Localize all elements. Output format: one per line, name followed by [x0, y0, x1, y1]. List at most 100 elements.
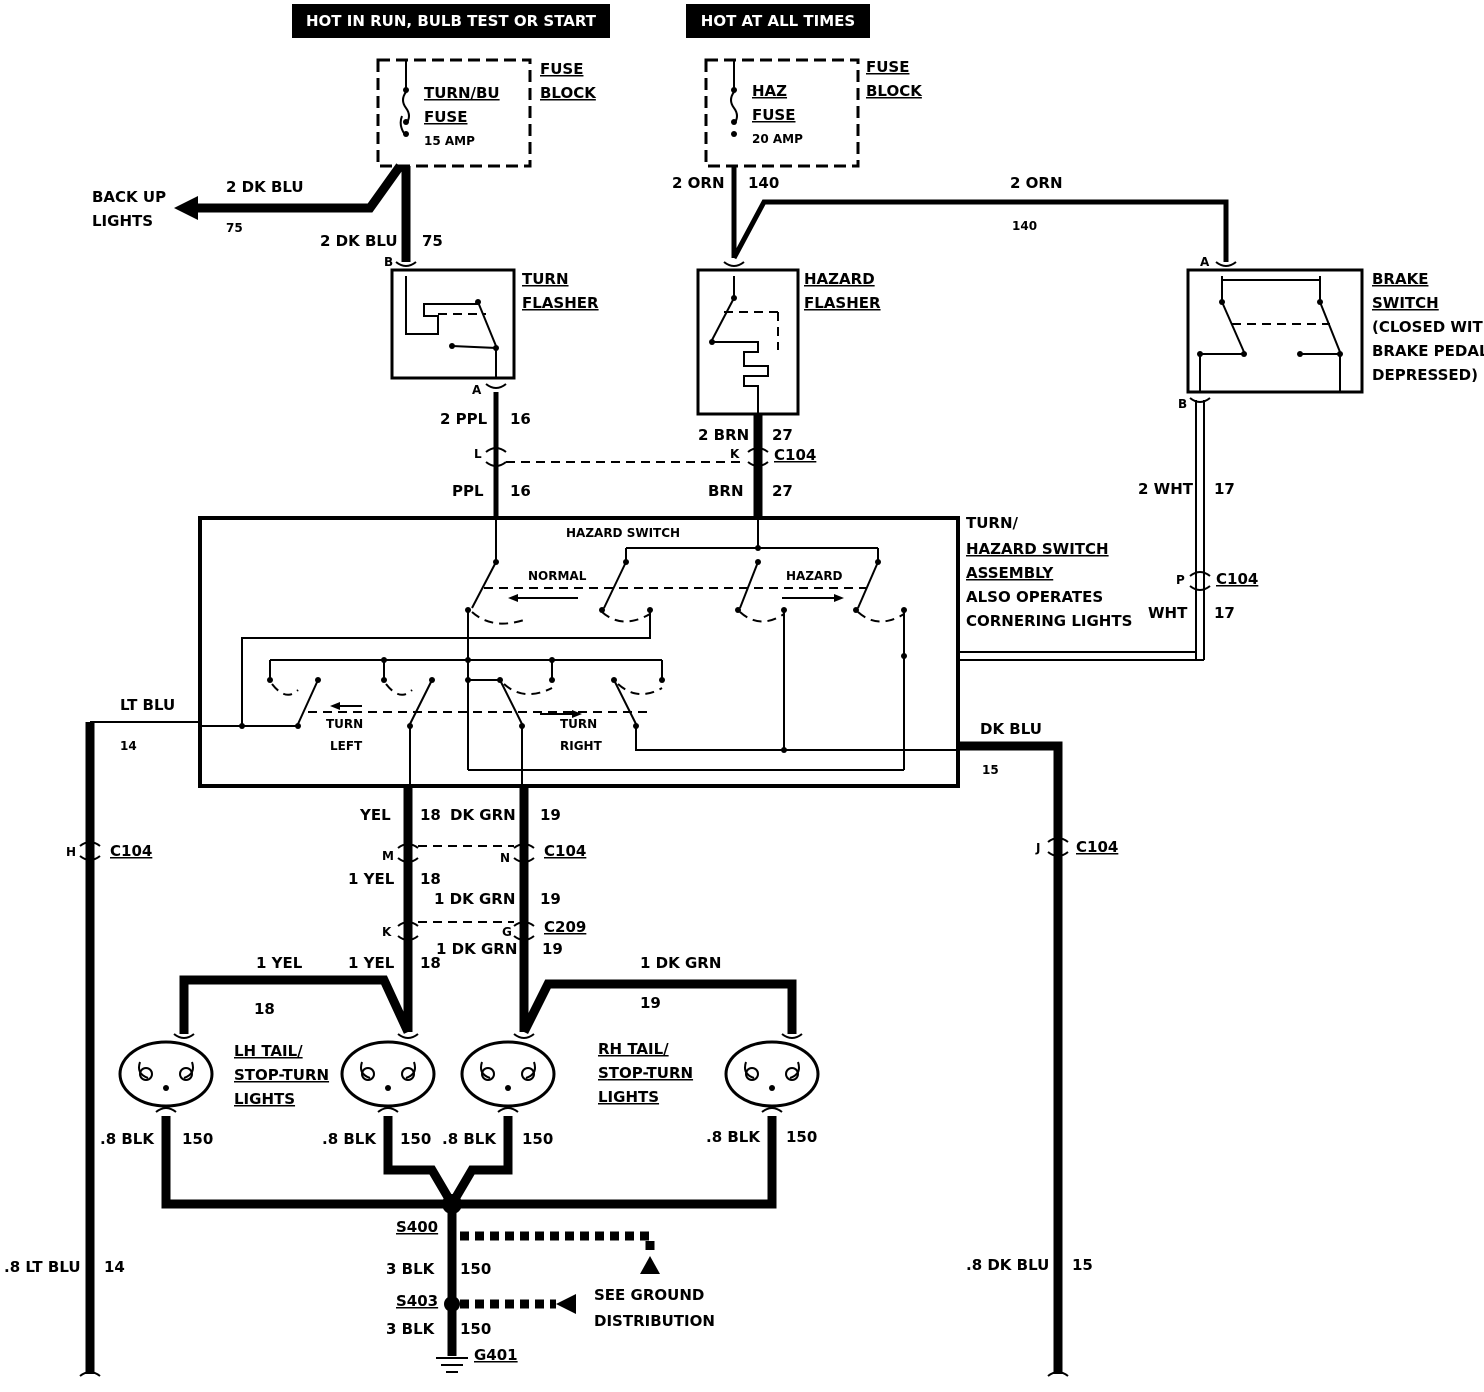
fuse-block2-label-2: BLOCK [866, 82, 923, 100]
brake-switch-label-1: BRAKE [1372, 270, 1428, 288]
yel-wire-3: 1 YEL [348, 954, 395, 972]
brn-circuit-top: 27 [772, 426, 793, 444]
brake-switch-label-3: (CLOSED WITH [1372, 318, 1484, 336]
assembly-label-2: HAZARD SWITCH [966, 540, 1109, 558]
fuse-block-label-2: BLOCK [540, 84, 597, 102]
rh-lights-label-1: RH TAIL/ [598, 1040, 669, 1058]
brake-switch-label-2: SWITCH [1372, 294, 1439, 312]
lh-lights-label-2: STOP-TURN [234, 1066, 329, 1084]
ppl-wire: 2 PPL 16 L PPL 16 [440, 392, 746, 518]
yel-circuit-2: 18 [420, 870, 441, 888]
grn-connector-1: C104 [544, 842, 586, 860]
dk-blu-wire-bottom: .8 DK BLU [966, 1256, 1049, 1274]
grn-circuit: 19 [540, 806, 561, 824]
dk-blu-wire: DK BLU 15 J C104 .8 DK BLU 15 [958, 720, 1118, 1377]
ground-wire-5: 3 BLK [386, 1260, 436, 1278]
grn-wire-2: 1 DK GRN [434, 890, 515, 908]
ppl-pin: L [474, 447, 482, 461]
haz-fuse-name: HAZ [752, 82, 787, 100]
backup-lights-label-1: BACK UP [92, 188, 166, 206]
see-ground-2: DISTRIBUTION [594, 1312, 715, 1330]
wht-circuit-bottom: 17 [1214, 604, 1235, 622]
backup-wire-color: 2 DK BLU [226, 178, 304, 196]
ground-circuit-6: 150 [460, 1320, 491, 1338]
ground-wire-3: .8 BLK [442, 1130, 497, 1148]
dk-blu-connector: C104 [1076, 838, 1118, 856]
yel-circuit-4: 18 [254, 1000, 275, 1018]
fuse-block-hazard: HAZ FUSE 20 AMP FUSE BLOCK [704, 58, 923, 168]
lamp-rh-inner [460, 1033, 556, 1113]
lt-blu-circuit: 14 [120, 739, 137, 753]
fuse-block-label-1: FUSE [540, 60, 583, 78]
ground-circuit: .8 BLK 150 .8 BLK 150 .8 BLK 150 .8 BLK … [100, 1116, 817, 1373]
ground-g401: G401 [474, 1346, 518, 1364]
fuse-block2-label-1: FUSE [866, 58, 909, 76]
backup-lights-label-2: LIGHTS [92, 212, 153, 230]
grn-connector-2: C209 [544, 918, 586, 936]
turn-flasher-pin-a: A [472, 383, 482, 397]
yel-circuit-3: 18 [420, 954, 441, 972]
backup-lights-circuit: BACK UP LIGHTS 2 DK BLU 75 [92, 163, 404, 235]
haz-fuse-label: FUSE [752, 106, 795, 124]
grn-pin-g: G [502, 925, 512, 939]
lamp-lh-outer [118, 1033, 214, 1113]
dk-blu-circuit-bottom: 15 [1072, 1256, 1093, 1274]
haz-fuse-amp: 20 AMP [752, 132, 803, 146]
header-hot-in-run: HOT IN RUN, BULB TEST OR START [292, 4, 610, 38]
assembly-label-1: TURN/ [966, 514, 1019, 532]
wht-circuit-top: 17 [1214, 480, 1235, 498]
lh-lights-label: LH TAIL/ STOP-TURN LIGHTS [234, 1042, 329, 1108]
ground-circuit-1: 150 [182, 1130, 213, 1148]
brn-pin: K [730, 447, 740, 461]
turn-left-label-1: TURN [326, 717, 363, 731]
wht-wire-bottom: WHT [1148, 604, 1188, 622]
turn-feed-circuit: 75 [422, 232, 443, 250]
turn-flasher: TURN FLASHER A [390, 268, 599, 397]
wht-pin: P [1176, 573, 1185, 587]
brn-wire-top: 2 BRN [698, 426, 749, 444]
yel-wire-label: YEL [359, 806, 391, 824]
orn-run-circuit: 140 [1012, 219, 1037, 233]
header-hot-at-all-times: HOT AT ALL TIMES [686, 4, 870, 38]
brake-switch-pin-a: A [1200, 255, 1210, 269]
turn-flasher-pin-b: B [384, 255, 393, 269]
wht-wire: 2 WHT 17 P C104 WHT 17 [958, 400, 1258, 661]
orn-run-to-brake-switch: 2 ORN 140 A [731, 174, 1237, 269]
turn-hazard-switch-assembly: HAZARD SWITCH NORMAL HAZARD TURN LEFT TU… [198, 514, 1132, 788]
assembly-label-3: ASSEMBLY [966, 564, 1054, 582]
ppl-wire-bottom: PPL [452, 482, 484, 500]
ppl-circuit-bottom: 16 [510, 482, 531, 500]
ground-wire-2: .8 BLK [322, 1130, 377, 1148]
fuse-block-turn: TURN/BU FUSE 15 AMP FUSE BLOCK [376, 58, 597, 168]
hazard-flasher-label-2: FLASHER [804, 294, 881, 312]
wht-wire-top: 2 WHT [1138, 480, 1194, 498]
ground-wire-6: 3 BLK [386, 1320, 436, 1338]
normal-label: NORMAL [528, 569, 587, 583]
lt-blu-pin: H [66, 845, 76, 859]
rh-lights-label: RH TAIL/ STOP-TURN LIGHTS [598, 1040, 693, 1106]
yel-pin-k: K [382, 925, 392, 939]
header-hot-at-all-times-text: HOT AT ALL TIMES [701, 12, 855, 30]
turn-fuse-label: FUSE [424, 108, 467, 126]
assembly-label-5: CORNERING LIGHTS [966, 612, 1132, 630]
yel-pin-m: M [382, 849, 394, 863]
brake-switch-label-5: DEPRESSED) [1372, 366, 1478, 384]
ground-circuit-3: 150 [522, 1130, 553, 1148]
orn-run-wire: 2 ORN [1010, 174, 1063, 192]
see-ground-1: SEE GROUND [594, 1286, 704, 1304]
yel-wire-4: 1 YEL [256, 954, 303, 972]
grn-circuit-2: 19 [540, 890, 561, 908]
haz-feed-circuit: 140 [748, 174, 779, 192]
brn-wire: 2 BRN 27 K C104 BRN 27 [698, 414, 816, 518]
yel-circuit: 18 [420, 806, 441, 824]
yel-wire-2: 1 YEL [348, 870, 395, 888]
yel-wire: YEL 18 M 1 YEL 18 K 1 YEL 18 1 YEL 18 [179, 786, 441, 1034]
grn-circuit-4: 19 [640, 994, 661, 1012]
brake-switch: BRAKE SWITCH (CLOSED WITH BRAKE PEDAL DE… [1178, 268, 1484, 411]
grn-wire: DK GRN 19 N C104 1 DK GRN 19 G C209 1 DK… [418, 786, 797, 1035]
lh-lights-label-1: LH TAIL/ [234, 1042, 303, 1060]
splice-s403: S403 [396, 1292, 438, 1310]
grn-wire-label: DK GRN [450, 806, 516, 824]
lt-blu-wire: LT BLU 14 H C104 .8 LT BLU 14 [4, 696, 200, 1377]
